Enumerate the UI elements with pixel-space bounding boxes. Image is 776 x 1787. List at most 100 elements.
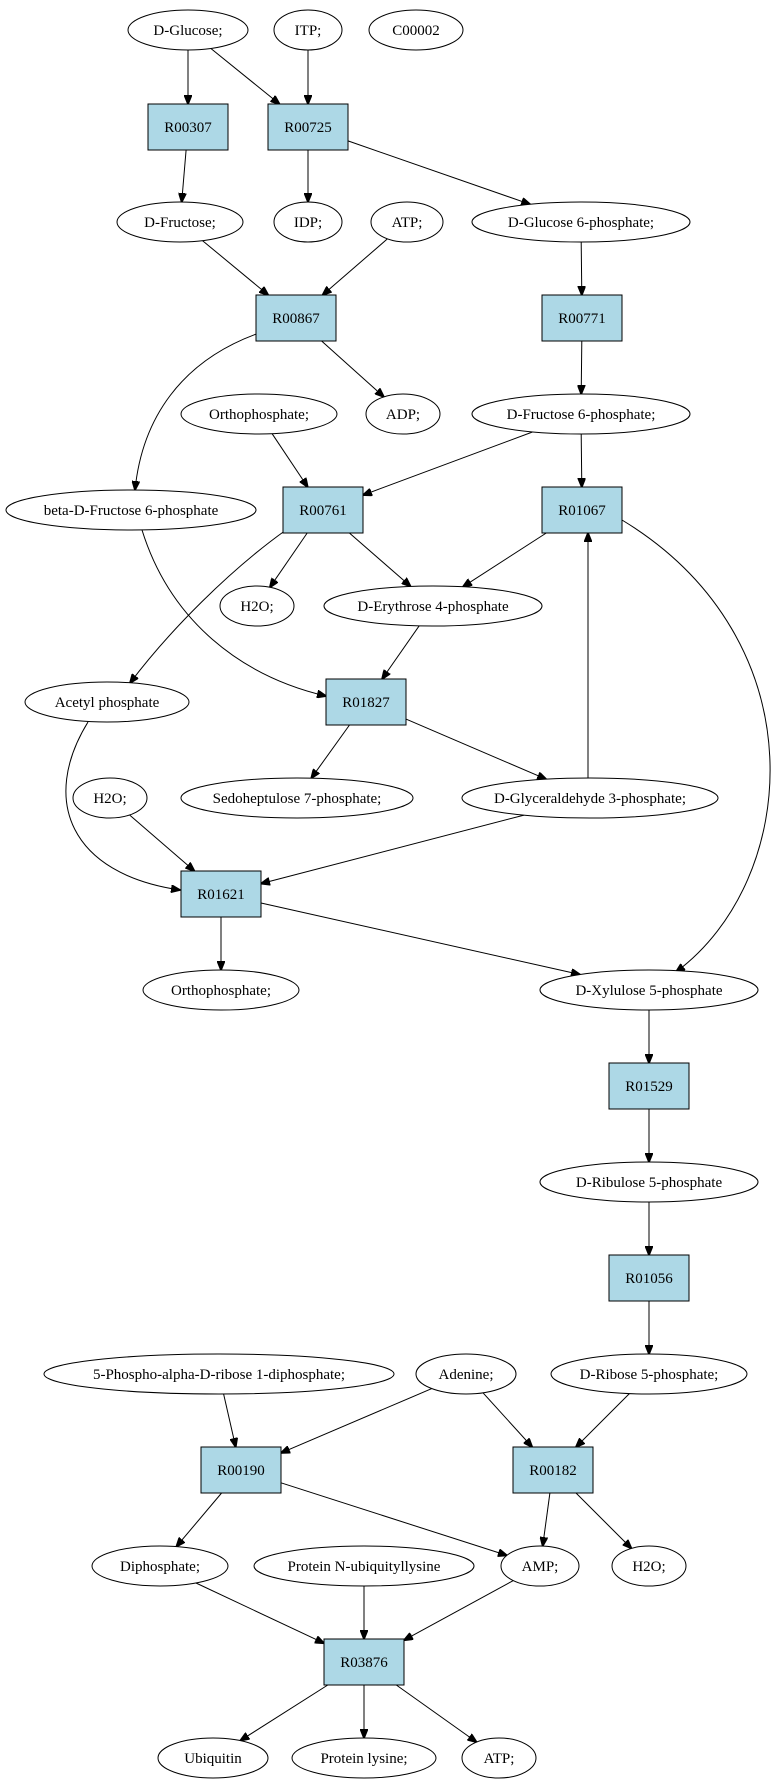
reaction-box — [325, 678, 407, 726]
compound-ellipse — [471, 201, 691, 243]
reaction-box — [282, 486, 364, 534]
edge-r01067-to-d-xylulose-5p — [621, 519, 771, 972]
compound-node-adenine[interactable]: Adenine; — [415, 1353, 517, 1395]
compound-node-amp[interactable]: AMP; — [500, 1545, 580, 1587]
compound-node-d-glyceraldehyde-3p[interactable]: D-Glyceraldehyde 3-phosphate; — [461, 777, 719, 819]
compound-node-atp-2[interactable]: ATP; — [461, 1737, 537, 1779]
edge-r00761-to-acetyl-phosphate — [130, 529, 287, 683]
reaction-box — [200, 1446, 282, 1494]
compound-node-protein-lysine[interactable]: Protein lysine; — [291, 1737, 437, 1779]
edge-diphosphate-to-r03876 — [195, 1582, 324, 1643]
compound-node-beta-d-fructose-6p[interactable]: beta-D-Fructose 6-phosphate — [5, 489, 257, 531]
node-label-d-glucose-6p: D-Glucose 6-phosphate; — [508, 215, 654, 231]
node-label-d-glucose-top: D-Glucose; — [153, 23, 222, 39]
node-label-r01621: R01621 — [197, 887, 245, 903]
compound-node-d-glucose-6p[interactable]: D-Glucose 6-phosphate; — [471, 201, 691, 243]
compound-node-prpp[interactable]: 5-Phospho-alpha-D-ribose 1-diphosphate; — [43, 1353, 395, 1395]
compound-node-idp[interactable]: IDP; — [273, 201, 343, 243]
reaction-node-r00182[interactable]: R00182 — [512, 1446, 594, 1494]
compound-node-itp[interactable]: ITP; — [273, 9, 343, 51]
compound-ellipse — [219, 585, 295, 627]
compound-node-ubiquitin[interactable]: Ubiquitin — [157, 1737, 269, 1779]
compound-node-diphosphate[interactable]: Diphosphate; — [91, 1545, 229, 1587]
reaction-node-r00867[interactable]: R00867 — [255, 294, 337, 342]
compound-ellipse — [5, 489, 257, 531]
compound-node-d-glucose-top[interactable]: D-Glucose; — [127, 9, 249, 51]
compound-node-orthophosphate-2[interactable]: Orthophosphate; — [142, 969, 300, 1011]
reaction-node-r01621[interactable]: R01621 — [180, 870, 262, 918]
reaction-box — [180, 870, 262, 918]
compound-node-atp-1[interactable]: ATP; — [370, 201, 444, 243]
edge-r00761-to-d-erythrose-4p — [349, 532, 410, 586]
node-label-d-erythrose-4p: D-Erythrose 4-phosphate — [357, 599, 509, 615]
edge-r00867-to-adp — [321, 340, 384, 397]
compound-node-d-fructose[interactable]: D-Fructose; — [116, 201, 244, 243]
node-label-r01067: R01067 — [558, 503, 606, 519]
edge-r00182-to-h2o-3 — [575, 1492, 631, 1548]
edge-d-fructose-6p-to-r00761 — [363, 431, 533, 495]
reaction-node-r00190[interactable]: R00190 — [200, 1446, 282, 1494]
node-label-r03876: R03876 — [340, 1655, 388, 1671]
edge-d-fructose-to-r00867 — [202, 240, 269, 295]
reaction-node-r03876[interactable]: R03876 — [323, 1638, 405, 1686]
node-label-r01529: R01529 — [625, 1079, 673, 1095]
node-label-itp: ITP; — [295, 23, 322, 39]
compound-node-sedoheptulose-7p[interactable]: Sedoheptulose 7-phosphate; — [180, 777, 414, 819]
reaction-node-r00725[interactable]: R00725 — [267, 103, 349, 151]
reaction-node-r00307[interactable]: R00307 — [147, 103, 229, 151]
edge-r00190-to-amp — [280, 1482, 507, 1556]
compound-node-c00002[interactable]: C00002 — [368, 9, 464, 51]
reaction-node-r00771[interactable]: R00771 — [541, 294, 623, 342]
compound-ellipse — [253, 1545, 475, 1587]
node-label-beta-d-fructose-6p: beta-D-Fructose 6-phosphate — [44, 503, 219, 519]
reaction-node-r01067[interactable]: R01067 — [541, 486, 623, 534]
node-label-d-glyceraldehyde-3p: D-Glyceraldehyde 3-phosphate; — [494, 791, 686, 807]
compound-node-d-fructose-6p[interactable]: D-Fructose 6-phosphate; — [471, 393, 691, 435]
node-label-r00761: R00761 — [299, 503, 347, 519]
reaction-box — [512, 1446, 594, 1494]
reaction-node-r01827[interactable]: R01827 — [325, 678, 407, 726]
node-label-d-ribulose-5p: D-Ribulose 5-phosphate — [576, 1175, 723, 1191]
edge-r03876-to-ubiquitin — [240, 1684, 329, 1741]
edge-acetyl-phosphate-to-r01621 — [65, 721, 180, 890]
edge-d-glyceraldehyde-3p-to-r01621 — [261, 814, 525, 884]
edge-adenine-to-r00190 — [281, 1388, 432, 1453]
compound-ellipse — [142, 969, 300, 1011]
compound-node-acetyl-phosphate[interactable]: Acetyl phosphate — [24, 681, 190, 723]
edge-adenine-to-r00182 — [482, 1392, 532, 1447]
compound-ellipse — [157, 1737, 269, 1779]
edge-r01827-to-d-glyceraldehyde-3p — [405, 718, 546, 779]
node-label-r00182: R00182 — [529, 1463, 577, 1479]
node-label-h2o-3: H2O; — [632, 1559, 665, 1575]
reaction-node-r01056[interactable]: R01056 — [608, 1254, 690, 1302]
compound-node-d-erythrose-4p[interactable]: D-Erythrose 4-phosphate — [323, 585, 543, 627]
edge-amp-to-r03876 — [404, 1580, 514, 1641]
node-label-orthophosphate-2: Orthophosphate; — [171, 983, 271, 999]
compound-ellipse — [550, 1353, 748, 1395]
compound-node-orthophosphate-1[interactable]: Orthophosphate; — [180, 393, 338, 435]
reaction-node-r00761[interactable]: R00761 — [282, 486, 364, 534]
reaction-node-r01529[interactable]: R01529 — [608, 1062, 690, 1110]
edge-r01067-to-d-erythrose-4p — [463, 532, 547, 587]
node-label-atp-1: ATP; — [392, 215, 423, 231]
node-label-adp: ADP; — [386, 407, 420, 423]
compound-node-h2o-2[interactable]: H2O; — [72, 777, 148, 819]
compound-node-protein-n-ubiquityllysine[interactable]: Protein N-ubiquityllysine — [253, 1545, 475, 1587]
compound-ellipse — [43, 1353, 395, 1395]
compound-node-d-ribose-5p[interactable]: D-Ribose 5-phosphate; — [550, 1353, 748, 1395]
edge-r03876-to-atp-2 — [396, 1684, 476, 1742]
reaction-box — [267, 103, 349, 151]
node-label-ubiquitin: Ubiquitin — [184, 1751, 242, 1767]
compound-node-d-ribulose-5p[interactable]: D-Ribulose 5-phosphate — [539, 1161, 759, 1203]
compound-node-h2o-1[interactable]: H2O; — [219, 585, 295, 627]
edge-h2o-2-to-r01621 — [129, 814, 195, 871]
edge-orthophosphate-1-to-r00761 — [271, 433, 308, 487]
compound-node-h2o-3[interactable]: H2O; — [611, 1545, 687, 1587]
compound-node-d-xylulose-5p[interactable]: D-Xylulose 5-phosphate — [539, 969, 759, 1011]
reaction-box — [541, 486, 623, 534]
node-label-r00725: R00725 — [284, 120, 332, 136]
edge-beta-d-fructose-6p-to-r01827 — [141, 529, 326, 696]
compound-node-adp[interactable]: ADP; — [365, 393, 441, 435]
compound-ellipse — [365, 393, 441, 435]
